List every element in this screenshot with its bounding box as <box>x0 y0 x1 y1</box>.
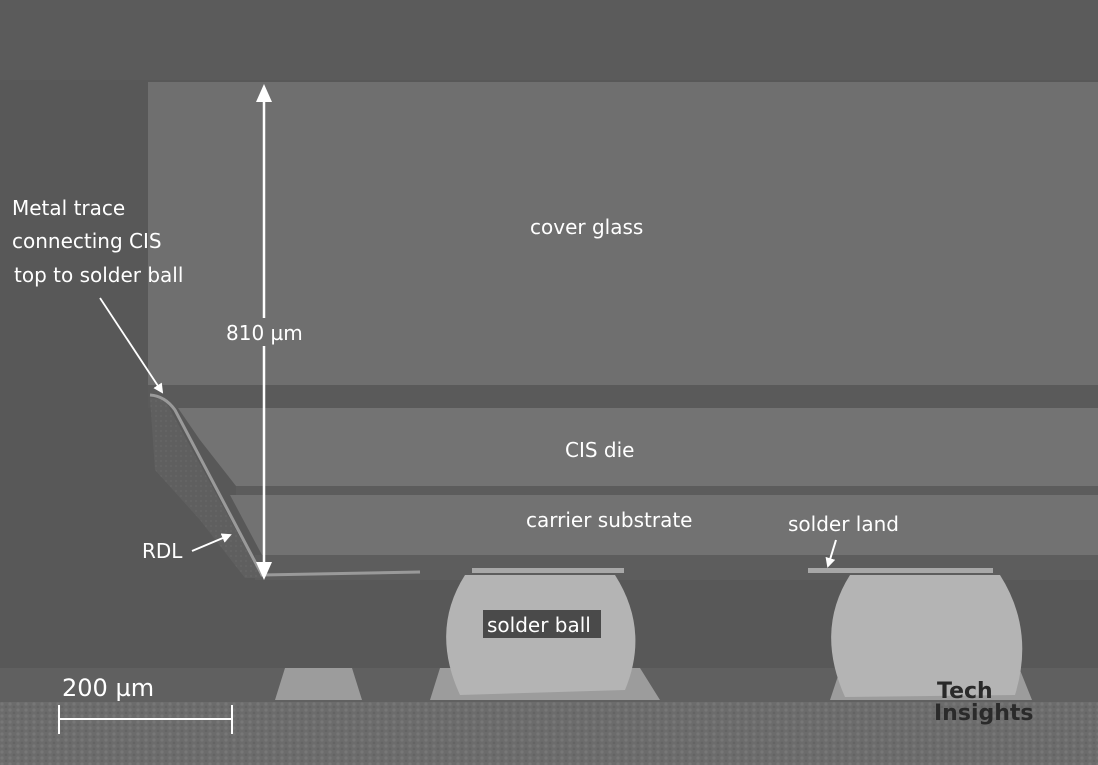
cis-die-label: CIS die <box>565 438 634 462</box>
thickness-label: 810 µm <box>226 321 303 345</box>
solder-ball-label: solder ball <box>487 613 591 637</box>
metal-trace-arrow <box>99 297 164 394</box>
svg-text:Tech: Tech <box>937 679 993 704</box>
svg-text:Insights: Insights <box>934 701 1034 726</box>
metal-trace-label-line3: top to solder ball <box>14 263 183 287</box>
molding-edge <box>150 398 262 578</box>
carrier-substrate-label: carrier substrate <box>526 508 692 532</box>
adhesive-layer <box>148 385 1098 408</box>
solder-land <box>808 568 993 573</box>
cover-glass-label: cover glass <box>530 215 643 239</box>
rdl-trace <box>149 393 421 577</box>
solder-ball <box>831 575 1023 697</box>
rdl-label: RDL <box>142 539 183 563</box>
solder-land <box>472 568 624 573</box>
scale-bar <box>58 705 233 734</box>
solder-land-arrow <box>825 539 837 568</box>
techinsights-logo: Tech Insights <box>934 679 1034 726</box>
metal-trace-label-line1: Metal trace <box>12 196 125 220</box>
carrier-substrate-layer <box>230 495 1098 555</box>
solder-land-label: solder land <box>788 512 899 536</box>
scale-bar-label: 200 µm <box>62 674 154 702</box>
metal-trace-label-line2: connecting CIS <box>12 229 162 253</box>
rdl-arrow <box>191 533 232 552</box>
pcb-pad <box>275 668 362 700</box>
cis-die-layer <box>178 408 1098 486</box>
